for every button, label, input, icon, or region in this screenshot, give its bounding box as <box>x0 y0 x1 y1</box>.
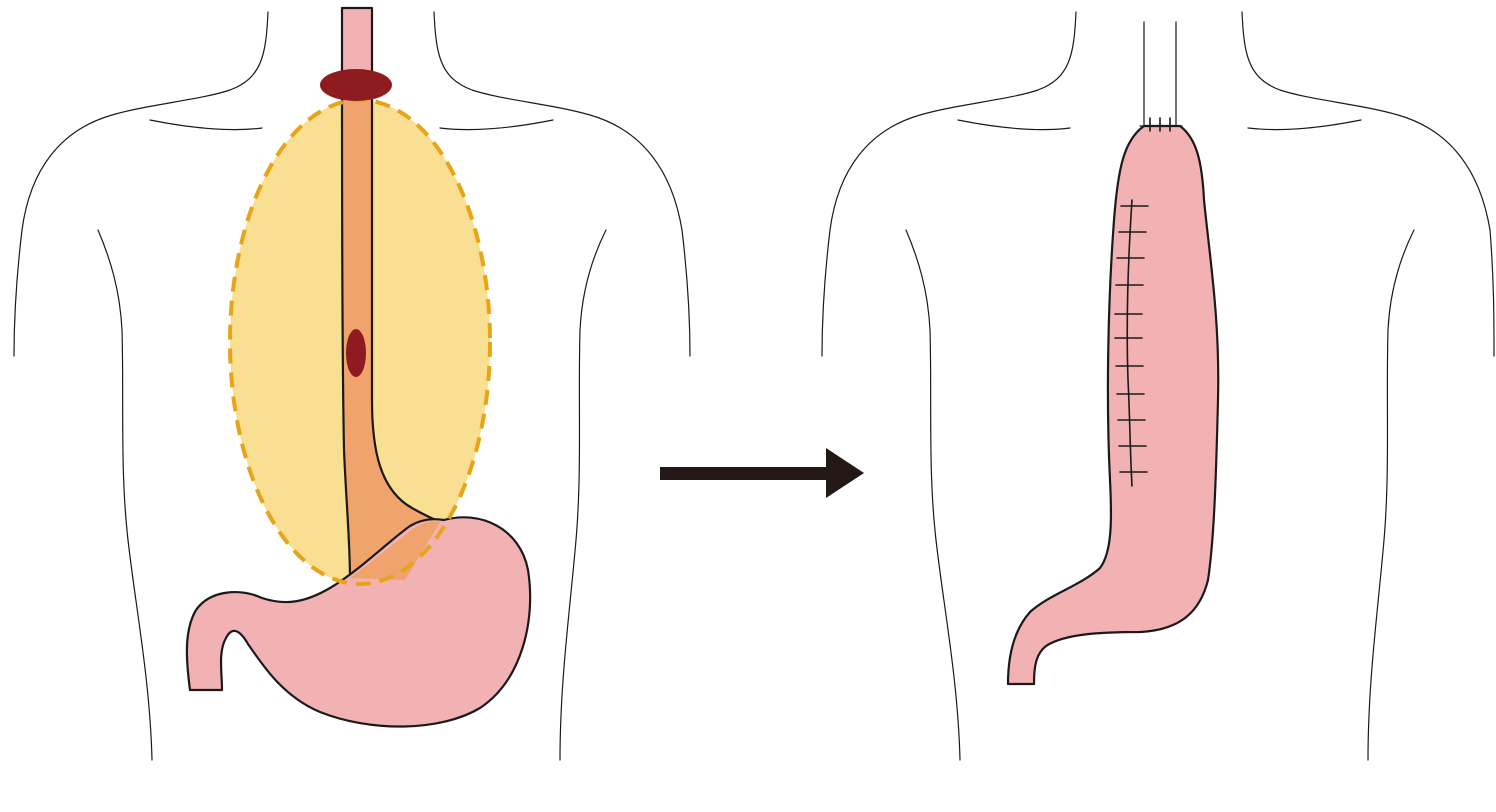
right-arrow-icon <box>660 448 864 498</box>
residual-esophagus <box>1144 22 1176 126</box>
panel-after <box>822 12 1494 760</box>
tumor <box>346 329 366 377</box>
upper-marker <box>320 69 392 101</box>
panel-before <box>14 8 690 760</box>
gastric-conduit <box>1008 126 1218 684</box>
